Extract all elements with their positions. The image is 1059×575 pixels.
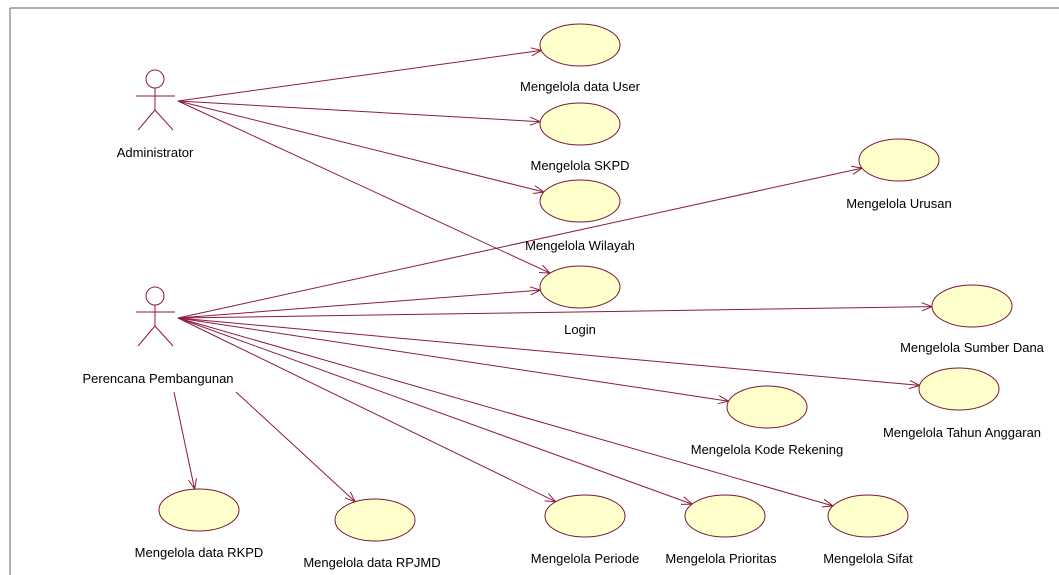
association-line-planner-periode [177,317,556,503]
association-line-planner-sifat [177,317,834,507]
actor-label: Administrator [117,145,194,160]
usecase-mengelola-urusan[interactable]: Mengelola Urusan [846,138,952,211]
usecase-label: Mengelola Prioritas [665,551,777,566]
association-line-planner-urusan [177,167,863,319]
association-line-planner-login [177,289,541,319]
association-line-planner-rkpd [173,391,196,490]
usecase-label: Mengelola Sifat [823,551,913,566]
association-line-admin-login [177,100,551,274]
usecase-mengelola-periode[interactable]: Mengelola Periode [531,494,639,566]
usecase-mengelola-skpd[interactable]: Mengelola SKPD [531,102,630,173]
usecase-mengelola-kode-rekening[interactable]: Mengelola Kode Rekening [691,385,844,457]
usecase-label: Mengelola Kode Rekening [691,442,844,457]
association-line-planner-prioritas [177,317,693,505]
association-line-planner-kode-rekening [177,317,729,402]
actor-perencana-pembangunan[interactable]: Perencana Pembangunan [82,286,234,386]
association-line-admin-wilayah [177,100,545,193]
actor-label: Perencana Pembangunan [82,371,233,386]
usecase-label: Mengelola data RKPD [135,545,264,560]
usecase-mengelola-data-rpjmd[interactable]: Mengelola data RPJMD [303,498,441,570]
usecase-label: Mengelola Tahun Anggaran [883,425,1041,440]
actor-administrator[interactable]: Administrator [117,69,194,160]
association-lines [173,47,934,508]
usecase-label: Mengelola data RPJMD [303,555,440,570]
usecase-label: Mengelola Sumber Dana [900,340,1045,355]
usecase-label: Mengelola SKPD [531,158,630,173]
association-line-planner-tahun-anggaran [177,317,920,386]
usecase-label: Mengelola Wilayah [525,238,635,253]
usecase-mengelola-data-user[interactable]: Mengelola data User [520,23,641,94]
usecase-label: Mengelola Periode [531,551,639,566]
association-line-admin-skpd [177,100,541,123]
usecase-mengelola-sifat[interactable]: Mengelola Sifat [823,494,913,566]
usecase-mengelola-tahun-anggaran[interactable]: Mengelola Tahun Anggaran [883,367,1041,440]
usecase-label: Mengelola Urusan [846,196,952,211]
usecase-mengelola-data-rkpd[interactable]: Mengelola data RKPD [135,488,264,560]
association-line-planner-rpjmd [235,391,356,503]
usecase-mengelola-sumber-dana[interactable]: Mengelola Sumber Dana [900,284,1045,355]
usecase-login[interactable]: Login [539,265,621,337]
usecase-label: Mengelola data User [520,79,641,94]
actor-icon [136,69,175,131]
usecase-mengelola-wilayah[interactable]: Mengelola Wilayah [525,179,635,253]
association-line-planner-sumber-dana [177,306,933,319]
usecase-label: Login [564,322,596,337]
actor-icon [136,286,175,347]
association-line-admin-user [177,49,542,102]
usecase-mengelola-prioritas[interactable]: Mengelola Prioritas [665,494,777,566]
